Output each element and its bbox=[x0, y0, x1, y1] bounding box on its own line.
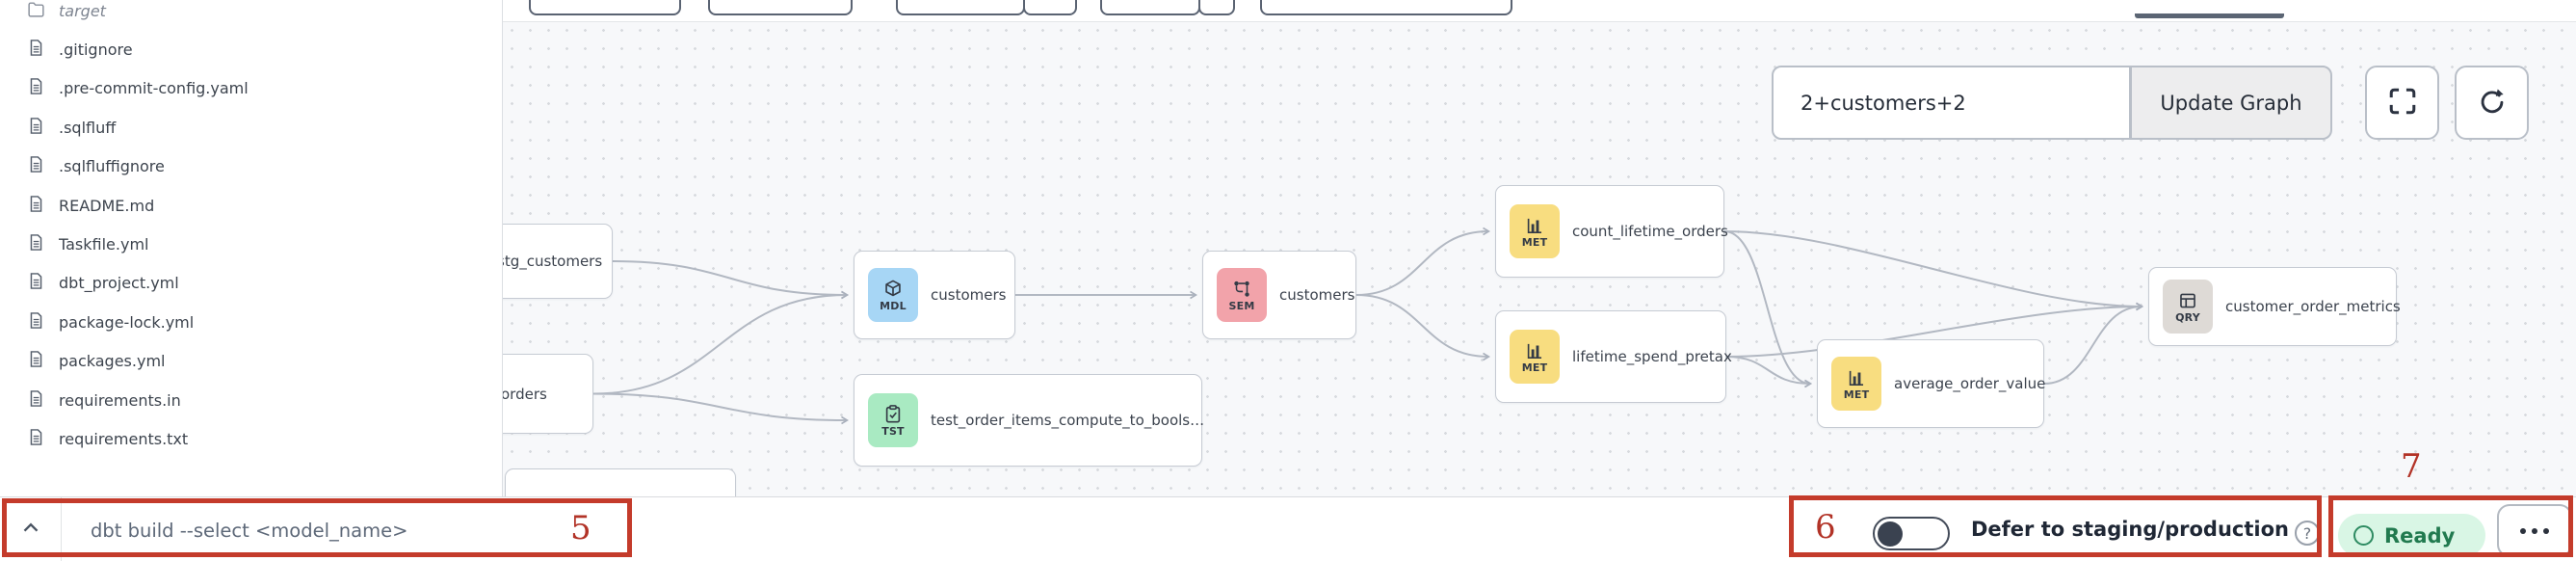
toolbar-button-partial[interactable] bbox=[708, 0, 853, 15]
file-name: packages.yml bbox=[59, 352, 166, 371]
more-options-button[interactable] bbox=[2497, 504, 2572, 557]
file-name: README.md bbox=[59, 196, 155, 215]
graph-node-average_order_value[interactable]: MET average_order_value bbox=[1817, 339, 2046, 428]
node-label: customers bbox=[931, 286, 1007, 304]
cube-icon: MDL bbox=[868, 268, 918, 322]
file-icon bbox=[26, 154, 46, 178]
graph-node-customers_semantic[interactable]: SEM customers bbox=[1202, 251, 1356, 339]
sidebar-file-item[interactable]: package-lock.yml bbox=[0, 303, 502, 341]
node-label: test_order_items_compute_to_bools… bbox=[931, 412, 1205, 429]
node-type-code: QRY bbox=[2175, 311, 2200, 324]
file-name: package-lock.yml bbox=[59, 312, 195, 332]
clipboard-check-icon: TST bbox=[868, 393, 918, 447]
status-circle-icon bbox=[2353, 525, 2374, 546]
update-graph-button[interactable]: Update Graph bbox=[2131, 66, 2332, 140]
top-toolbar-strip bbox=[0, 0, 2576, 22]
file-name: requirements.in bbox=[59, 390, 181, 410]
sidebar-item-target-folder[interactable]: target bbox=[0, 0, 502, 30]
file-name: requirements.txt bbox=[59, 429, 189, 448]
bar-chart-icon: MET bbox=[1510, 204, 1560, 258]
node-label: orders bbox=[501, 385, 547, 403]
file-name: .gitignore bbox=[59, 40, 133, 60]
node-label: customers bbox=[1279, 286, 1355, 304]
expand-panel-button[interactable] bbox=[10, 509, 52, 551]
node-type-code: MET bbox=[1521, 361, 1548, 374]
status-badge[interactable]: Ready bbox=[2338, 514, 2485, 557]
toolbar-button-partial[interactable] bbox=[896, 0, 1025, 15]
file-icon bbox=[26, 38, 46, 62]
file-icon bbox=[26, 76, 46, 100]
dbt-command-input[interactable] bbox=[89, 497, 593, 561]
file-name: .pre-commit-config.yaml bbox=[59, 79, 249, 98]
sidebar-file-item[interactable]: requirements.txt bbox=[0, 419, 502, 458]
sidebar-file-item[interactable]: .pre-commit-config.yaml bbox=[0, 69, 502, 108]
node-type-code: MET bbox=[1521, 236, 1548, 249]
sidebar-file-item[interactable]: .sqlfluffignore bbox=[0, 147, 502, 186]
file-icon bbox=[26, 427, 46, 451]
dot-icon bbox=[2520, 527, 2526, 534]
fullscreen-icon bbox=[2386, 85, 2419, 121]
fullscreen-button[interactable] bbox=[2365, 66, 2439, 140]
graph-node-test_order_items[interactable]: TST test_order_items_compute_to_bools… bbox=[854, 374, 1205, 467]
node-type-code: MDL bbox=[880, 300, 907, 312]
status-label: Ready bbox=[2384, 523, 2456, 548]
folder-icon bbox=[26, 0, 46, 23]
sidebar-file-item[interactable]: packages.yml bbox=[0, 342, 502, 381]
graph-node-count_lifetime_orders[interactable]: MET count_lifetime_orders bbox=[1495, 185, 1728, 278]
node-label: customer_order_metrics bbox=[2225, 298, 2401, 315]
file-name: Taskfile.yml bbox=[59, 235, 149, 254]
file-icon bbox=[26, 310, 46, 334]
refresh-icon bbox=[2476, 85, 2509, 121]
toolbar-button-partial[interactable] bbox=[1198, 0, 1235, 15]
sidebar-file-item[interactable]: requirements.in bbox=[0, 381, 502, 419]
toolbar-button-partial[interactable] bbox=[1260, 0, 1512, 15]
folder-name: target bbox=[59, 1, 106, 20]
dot-icon bbox=[2543, 527, 2549, 534]
toolbar-button-partial[interactable] bbox=[529, 0, 681, 15]
node-label: average_order_value bbox=[1894, 375, 2046, 392]
toggle-knob bbox=[1878, 521, 1903, 547]
file-icon bbox=[26, 388, 46, 413]
lineage-selector-input[interactable] bbox=[1772, 66, 2131, 140]
toolbar-button-partial[interactable] bbox=[1100, 0, 1200, 15]
defer-toggle[interactable] bbox=[1873, 517, 1950, 550]
file-icon bbox=[26, 232, 46, 256]
bar-chart-icon: MET bbox=[1510, 330, 1560, 384]
file-explorer-sidebar: target .gitignore .pre-commit-config.yam… bbox=[0, 0, 503, 496]
sidebar-file-item[interactable]: .sqlfluff bbox=[0, 108, 502, 147]
file-list: target .gitignore .pre-commit-config.yam… bbox=[0, 0, 502, 459]
graph-node-customer_order_metrics[interactable]: QRY customer_order_metrics bbox=[2148, 267, 2401, 346]
branch-icon: SEM bbox=[1217, 268, 1267, 322]
bar-chart-icon: MET bbox=[1831, 357, 1881, 411]
sidebar-file-item[interactable]: dbt_project.yml bbox=[0, 264, 502, 303]
sidebar-file-item[interactable]: README.md bbox=[0, 186, 502, 225]
help-icon[interactable]: ? bbox=[2295, 521, 2320, 546]
node-type-code: SEM bbox=[1228, 300, 1255, 312]
active-tab-indicator bbox=[2135, 13, 2284, 18]
chevron-up-icon bbox=[18, 516, 43, 545]
table-icon: QRY bbox=[2163, 280, 2213, 334]
file-icon bbox=[26, 194, 46, 218]
file-icon bbox=[26, 349, 46, 373]
dot-icon bbox=[2532, 527, 2537, 534]
refresh-button[interactable] bbox=[2455, 66, 2529, 140]
file-icon bbox=[26, 116, 46, 140]
sidebar-file-item[interactable]: Taskfile.yml bbox=[0, 225, 502, 263]
sidebar-file-item[interactable]: .gitignore bbox=[0, 30, 502, 68]
node-type-code: TST bbox=[881, 425, 905, 438]
toolbar-button-partial[interactable] bbox=[1023, 0, 1077, 15]
node-label: lifetime_spend_pretax bbox=[1572, 348, 1732, 365]
graph-node-customers_model[interactable]: MDL customers bbox=[854, 251, 1015, 339]
command-bar-divider bbox=[61, 497, 62, 561]
command-bar bbox=[0, 496, 2576, 561]
file-name: .sqlfluff bbox=[59, 118, 117, 137]
file-icon bbox=[26, 271, 46, 295]
defer-label: Defer to staging/production bbox=[1971, 517, 2289, 541]
node-label: count_lifetime_orders bbox=[1572, 223, 1728, 240]
node-label: stg_customers bbox=[497, 253, 603, 270]
file-name: dbt_project.yml bbox=[59, 274, 179, 293]
file-name: .sqlfluffignore bbox=[59, 157, 165, 176]
node-type-code: MET bbox=[1843, 388, 1870, 401]
graph-node-lifetime_spend_pretax[interactable]: MET lifetime_spend_pretax bbox=[1495, 310, 1732, 403]
